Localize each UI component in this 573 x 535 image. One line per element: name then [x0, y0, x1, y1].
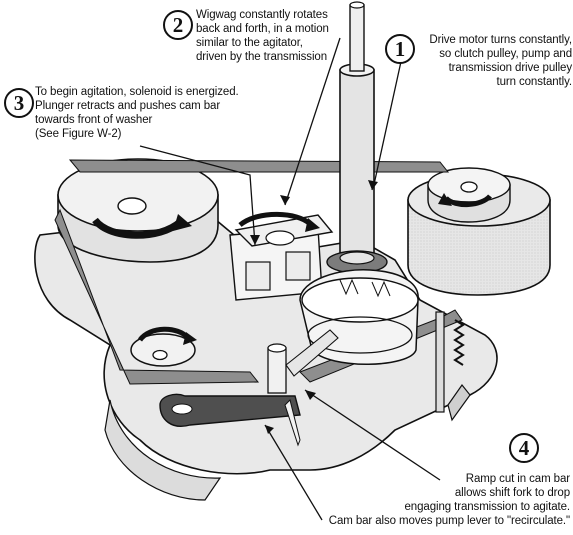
- callout-1-line-3: transmission drive pulley: [448, 62, 573, 74]
- pump-lever-spring: [435, 311, 471, 422]
- shift-fork: [267, 329, 339, 394]
- wigwag-assembly: [229, 211, 334, 301]
- callout-2-line-3: similar to the agitator,: [196, 37, 303, 49]
- callout-1-number: 1: [385, 34, 415, 64]
- callout-1-line-1: Drive motor turns constantly,: [429, 34, 572, 46]
- callout-1-line-2: so clutch pulley, pump and: [439, 48, 572, 60]
- cam-bar: [159, 393, 301, 447]
- callout-4-line-2: allows shift fork to drop: [454, 487, 570, 499]
- callout-4-line-1: Ramp cut in cam bar: [465, 473, 570, 485]
- clutch-pulley: [130, 326, 197, 367]
- callout-1-text: Drive motor turns constantly, so clutch …: [408, 33, 572, 89]
- callout-3-text: To begin agitation, solenoid is energize…: [35, 85, 239, 141]
- pump-pulley-assembly: [407, 167, 551, 296]
- callout-2-line-2: back and forth, in a motion: [196, 23, 329, 35]
- callout-1-line-4: turn constantly.: [496, 76, 572, 88]
- callout-4-line-3: engaging transmission to agitate.: [404, 501, 571, 513]
- callout-3-line-2: Plunger retracts and pushes cam bar: [35, 100, 221, 112]
- base-lower-lobe: [104, 399, 222, 501]
- callout-2-text: Wigwag constantly rotates back and forth…: [196, 8, 329, 64]
- drive-belt-lower: [54, 208, 260, 385]
- callout-4-text: Ramp cut in cam bar allows shift fork to…: [300, 472, 570, 528]
- callout-4-line-4: Cam bar also moves pump lever to "recirc…: [328, 515, 570, 527]
- callout-2-number: 2: [163, 10, 193, 40]
- callout-2-line-4: driven by the transmission: [196, 51, 327, 63]
- callout-3-line-4: (See Figure W-2): [35, 128, 122, 140]
- callout-4-number: 4: [509, 433, 539, 463]
- callout-3-number: 3: [4, 88, 34, 118]
- transmission-drive-pulley: [57, 158, 219, 263]
- callout-3-line-1: To begin agitation, solenoid is energize…: [35, 86, 239, 98]
- agitator-shaft: [326, 1, 388, 291]
- leader-arrowheads: [250, 180, 378, 434]
- callout-3-line-3: towards front of washer: [35, 114, 153, 126]
- callout-2-line-1: Wigwag constantly rotates: [196, 9, 328, 21]
- drive-belt: [68, 159, 450, 173]
